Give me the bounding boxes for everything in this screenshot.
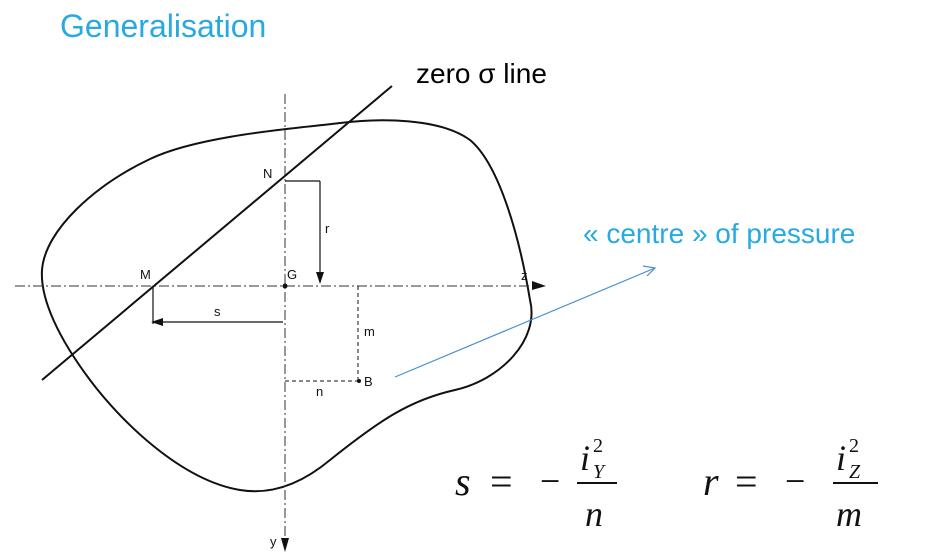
eq-s-minus: − [540, 461, 560, 501]
r-dimension-arrowhead [316, 272, 324, 284]
equation-r: r = − i 2 Z m [703, 435, 878, 534]
eq-s-lhs: s [455, 459, 471, 504]
eq-s-num-sup: 2 [593, 435, 603, 457]
zero-stress-line [41, 85, 393, 381]
y-axis-arrowhead [281, 538, 289, 552]
eq-s-num-base: i [580, 438, 590, 478]
eq-r-minus: − [785, 461, 805, 501]
label-point-n: N [263, 166, 272, 181]
eq-r-den: m [836, 494, 862, 534]
load-point-b [357, 379, 361, 383]
label-point-b: B [364, 374, 373, 389]
eq-r-num-base: i [836, 438, 846, 478]
label-dim-m: m [364, 324, 375, 339]
zero-stress-line-label: zero σ line [416, 58, 547, 89]
centre-of-pressure-label: « centre » of pressure [583, 218, 856, 249]
centre-of-pressure-pointer [394, 267, 656, 378]
eq-s-num-sub: Y [593, 461, 606, 483]
slide-title: Generalisation [60, 8, 267, 44]
label-dim-n: n [316, 384, 323, 399]
label-point-g: G [287, 267, 297, 282]
label-dim-s: s [214, 304, 221, 319]
eq-r-num-sub: Z [849, 461, 861, 483]
eq-s-den: n [585, 494, 603, 534]
label-point-m: M [140, 267, 151, 282]
label-axis-y: y [270, 534, 277, 549]
cross-section-outline [40, 119, 533, 493]
equation-s: s = − i 2 Y n [455, 435, 617, 534]
eq-s-equals: = [490, 459, 513, 504]
label-axis-z: z [521, 268, 528, 283]
eq-r-equals: = [735, 459, 758, 504]
s-dimension-arrowhead [151, 318, 163, 326]
centre-of-pressure-arrowhead [642, 265, 657, 277]
z-axis-arrowhead [532, 281, 546, 290]
eq-r-lhs: r [703, 459, 719, 504]
eq-r-num-sup: 2 [849, 435, 859, 457]
centroid-point [282, 283, 288, 289]
label-dim-r: r [325, 221, 330, 236]
